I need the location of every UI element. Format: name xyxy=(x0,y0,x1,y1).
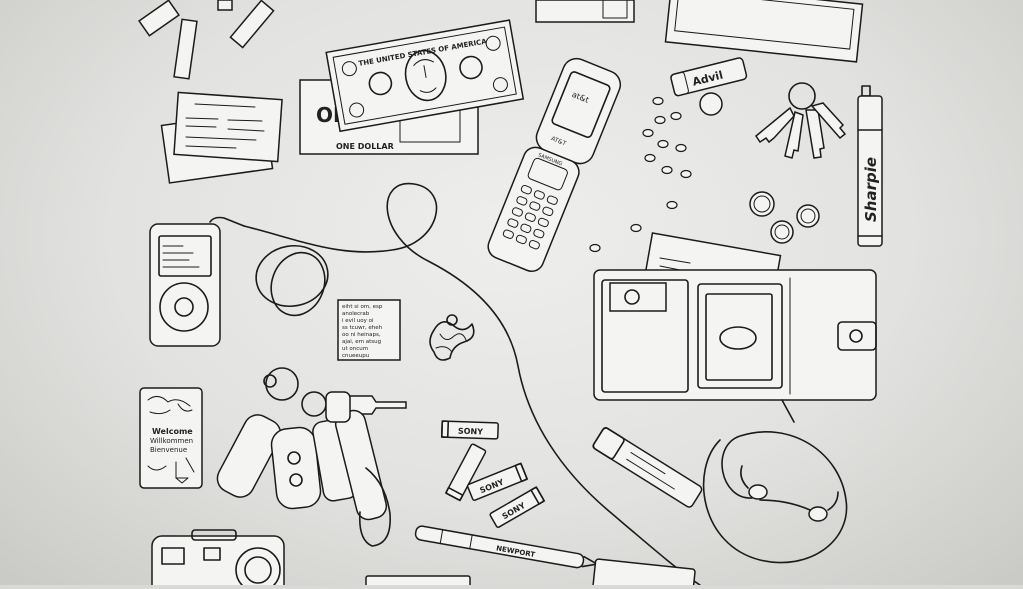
welcome-card: Welcome Willkommen Bienvenue xyxy=(139,387,203,489)
keychain-fobs xyxy=(216,367,407,547)
note-line-5: oo ni heinaps, xyxy=(342,332,381,338)
note-line-1: eiht si om, esp xyxy=(342,304,383,310)
ballpoint-pen: NEWPORT xyxy=(414,525,598,569)
batteries: SONY SONY SONY xyxy=(440,420,546,528)
advil-bottle: Advil xyxy=(670,57,748,116)
sharpie-marker: Sharpie xyxy=(857,85,883,247)
camera xyxy=(151,529,285,589)
ipod xyxy=(149,216,245,347)
lip-balm-tube xyxy=(592,427,703,508)
house-keys xyxy=(754,82,847,159)
note-line-3: i evil uoy oi xyxy=(342,318,374,324)
dollar-bills: ONE ONE DOLLAR THE UNITED STATES OF AMER… xyxy=(299,19,525,155)
bottom-cards xyxy=(365,558,696,589)
dollar-footer: ONE DOLLAR xyxy=(336,142,394,151)
tangled-necklace xyxy=(429,314,475,361)
welcome-line-1: Welcome xyxy=(152,427,193,436)
note-line-2: anolecrab xyxy=(342,311,370,317)
note-line-7: ut oncum xyxy=(342,346,368,352)
flip-phone: at&t AT&T SAMSUNG xyxy=(487,57,622,272)
business-cards xyxy=(160,91,283,184)
note-line-6: ajai, em atsug xyxy=(342,339,381,345)
earphone-cable xyxy=(243,182,701,586)
pills xyxy=(589,96,692,253)
note-line-4: ss tcuwr, eheh xyxy=(342,325,383,331)
top-card-right xyxy=(664,0,864,63)
wallet xyxy=(593,232,877,423)
welcome-line-3: Bienvenue xyxy=(150,446,187,454)
welcome-line-2: Willkommen xyxy=(150,437,193,445)
note-line-8: cnueeupu xyxy=(342,353,369,359)
coins xyxy=(749,191,820,244)
gum-sticks xyxy=(138,0,275,80)
sharpie-label: Sharpie xyxy=(862,157,880,222)
battery-label-1: SONY xyxy=(458,427,484,437)
top-card-left xyxy=(535,0,635,23)
earbuds xyxy=(702,431,848,564)
handwritten-note: eiht si om, esp anolecrab i evil uoy oi … xyxy=(337,299,401,361)
